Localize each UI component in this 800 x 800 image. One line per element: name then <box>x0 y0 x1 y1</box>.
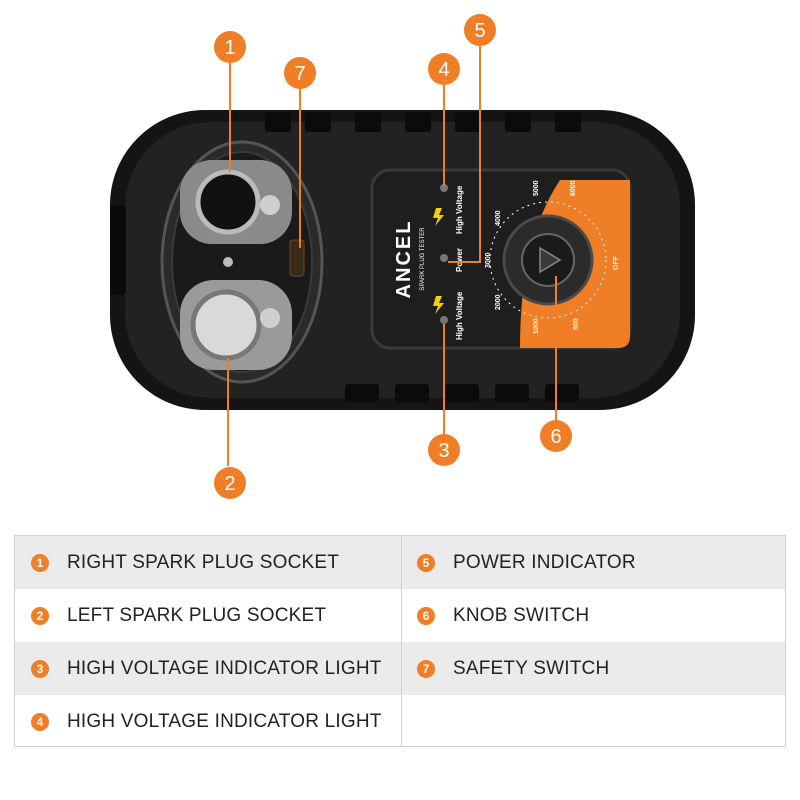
left-spark-plug-socket <box>180 280 292 370</box>
legend-number: 3 <box>31 659 49 678</box>
dial-tick: 6000 <box>570 180 577 196</box>
legend-label: HIGH VOLTAGE INDICATOR LIGHT <box>67 657 382 679</box>
callout-3: 3 <box>428 434 460 466</box>
dial-tick: 1000 <box>533 318 540 334</box>
legend-row: 3 HIGH VOLTAGE INDICATOR LIGHT 7 SAFETY … <box>15 642 785 695</box>
spark-plug-tester-illustration: ANCEL SPARK PLUG TESTER High Voltage Pow… <box>110 14 695 499</box>
svg-text:3: 3 <box>438 440 449 462</box>
legend-item: 6 KNOB SWITCH <box>417 589 777 642</box>
knob-switch[interactable] <box>489 201 607 319</box>
high-voltage-indicator-top <box>440 184 448 192</box>
dial-tick: 4000 <box>495 210 502 226</box>
svg-text:2: 2 <box>224 473 235 495</box>
hv-label-bottom: High Voltage <box>455 291 464 340</box>
legend-item: 3 HIGH VOLTAGE INDICATOR LIGHT <box>31 642 401 695</box>
legend-label: POWER INDICATOR <box>453 551 636 573</box>
safety-switch[interactable] <box>289 239 305 277</box>
callout-1: 1 <box>214 31 246 63</box>
legend-divider <box>401 536 402 746</box>
dial-tick: 2000 <box>495 294 502 310</box>
svg-text:6: 6 <box>550 426 561 448</box>
dial-tick: 3000 <box>485 252 492 268</box>
power-indicator <box>440 254 448 262</box>
dial-tick: 5000 <box>533 180 540 196</box>
power-label: Power <box>455 248 464 272</box>
svg-text:5: 5 <box>474 20 485 42</box>
top-vents <box>265 112 581 132</box>
legend-item: 2 LEFT SPARK PLUG SOCKET <box>31 589 401 642</box>
legend-number: 4 <box>31 712 49 731</box>
legend-number: 5 <box>417 553 435 572</box>
legend-label: KNOB SWITCH <box>453 604 590 626</box>
brand-logo: ANCEL <box>393 220 415 299</box>
callout-4: 4 <box>428 53 460 85</box>
dial-tick: 500 <box>573 318 580 330</box>
legend-number: 6 <box>417 606 435 625</box>
right-spark-plug-socket <box>180 160 292 244</box>
svg-text:1: 1 <box>224 37 235 59</box>
legend-item: 4 HIGH VOLTAGE INDICATOR LIGHT <box>31 695 401 748</box>
hv-label-top: High Voltage <box>455 185 464 234</box>
callout-6: 6 <box>540 420 572 452</box>
leader-lines <box>227 45 557 466</box>
legend-item: 7 SAFETY SWITCH <box>417 642 777 695</box>
legend-label: HIGH VOLTAGE INDICATOR LIGHT <box>67 710 382 732</box>
svg-text:7: 7 <box>294 63 305 85</box>
legend-number: 2 <box>31 606 49 625</box>
product-name: SPARK PLUG TESTER <box>420 227 426 291</box>
legend-row: 4 HIGH VOLTAGE INDICATOR LIGHT <box>15 695 785 748</box>
off-label: OFF <box>613 255 620 270</box>
legend-row: 1 RIGHT SPARK PLUG SOCKET 5 POWER INDICA… <box>15 536 785 589</box>
legend-item: 5 POWER INDICATOR <box>417 536 777 589</box>
legend-item: 1 RIGHT SPARK PLUG SOCKET <box>31 536 401 589</box>
callout-5: 5 <box>464 14 496 46</box>
legend-table: 1 RIGHT SPARK PLUG SOCKET 5 POWER INDICA… <box>14 535 786 747</box>
bottom-vents <box>345 384 579 402</box>
legend-number: 1 <box>31 553 49 572</box>
legend-label: RIGHT SPARK PLUG SOCKET <box>67 551 340 573</box>
svg-text:4: 4 <box>438 59 449 81</box>
legend-label: LEFT SPARK PLUG SOCKET <box>67 604 327 626</box>
legend-number: 7 <box>417 659 435 678</box>
high-voltage-indicator-bottom <box>440 316 448 324</box>
callout-7: 7 <box>284 57 316 89</box>
callout-2: 2 <box>214 467 246 499</box>
legend-label: SAFETY SWITCH <box>453 657 610 679</box>
legend-row: 2 LEFT SPARK PLUG SOCKET 6 KNOB SWITCH <box>15 589 785 642</box>
